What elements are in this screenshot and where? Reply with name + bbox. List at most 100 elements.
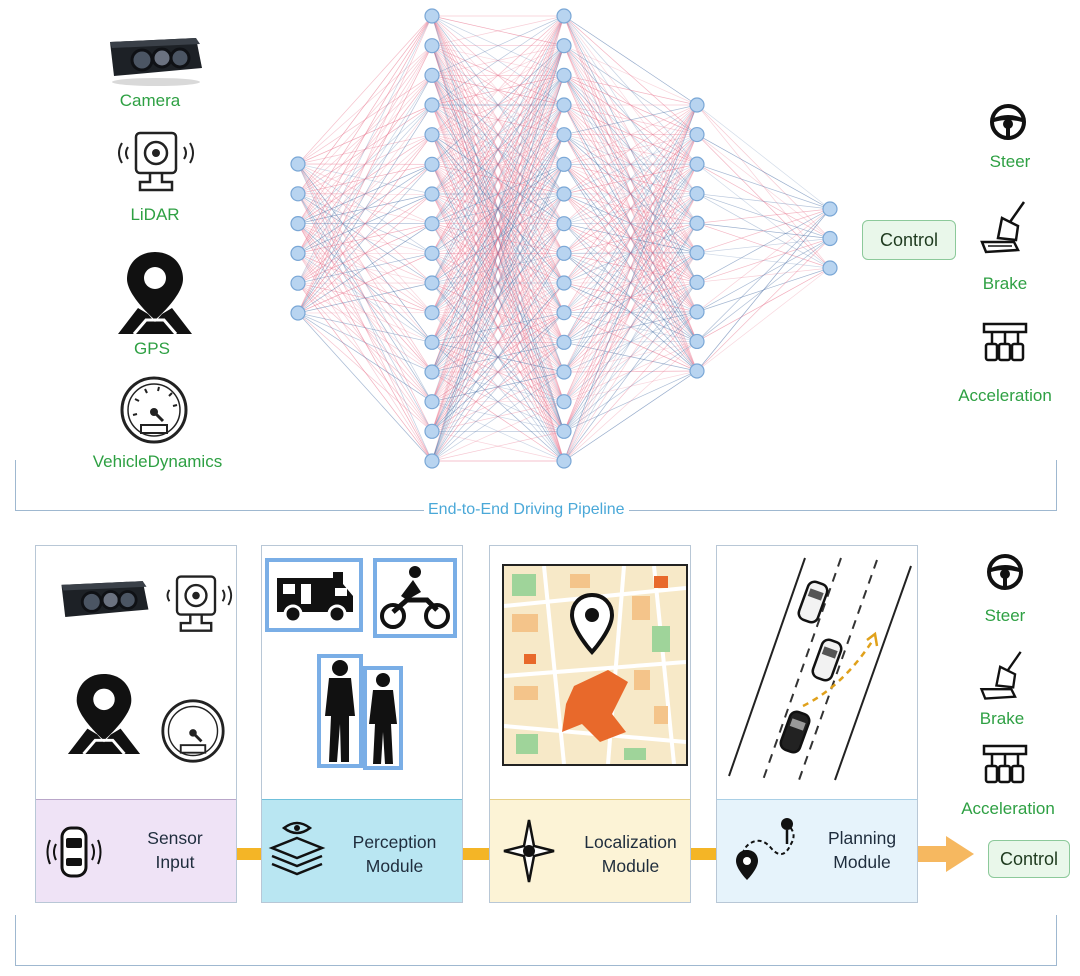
network-edge	[431, 15, 565, 343]
network-edge	[563, 74, 698, 106]
network-edge	[563, 282, 698, 432]
network-edge	[431, 15, 565, 135]
connector-2	[463, 848, 489, 860]
network-edge	[297, 75, 433, 314]
network-node-layer-3	[556, 216, 572, 232]
network-edge	[297, 15, 433, 224]
network-edge	[297, 15, 433, 195]
network-edge	[696, 208, 831, 254]
network-edge	[431, 15, 565, 313]
network-node-layer-5	[822, 201, 838, 217]
sensor-input-label-2: Input	[155, 852, 195, 872]
network-edge	[431, 15, 565, 284]
network-edge	[297, 134, 433, 284]
network-edge	[563, 104, 698, 254]
network-edge	[297, 223, 433, 314]
network-node-layer-1	[290, 275, 306, 291]
rv-detection-box	[265, 558, 363, 632]
network-edge	[563, 75, 698, 165]
network-node-layer-3	[556, 156, 572, 172]
pedestrian-child-icon	[369, 673, 397, 764]
network-edge	[563, 163, 698, 284]
network-edge	[431, 45, 565, 462]
top-steer-label: Steer	[989, 152, 1031, 171]
network-edge	[297, 193, 433, 314]
top-acceleration-label: Acceleration	[958, 386, 1052, 405]
pipeline-title: End-to-End Driving Pipeline	[424, 501, 629, 519]
network-node-layer-3	[556, 334, 572, 350]
localization-panel: Localization Module	[489, 545, 691, 903]
network-node-layer-2	[424, 186, 440, 202]
perception-label-2: Module	[365, 856, 424, 876]
localization-footer: Localization Module	[490, 799, 690, 902]
top-brake-label: Brake	[982, 274, 1028, 293]
network-node-layer-4	[689, 126, 705, 143]
bottom-control-box: Control	[988, 840, 1070, 878]
network-edge	[431, 75, 565, 402]
perception-panel: Perception Module	[261, 545, 463, 903]
network-edge	[696, 104, 831, 210]
pedestrian-icon	[325, 660, 355, 762]
network-node-layer-2	[424, 245, 440, 261]
network-edge	[696, 267, 831, 342]
layers-eye-icon	[268, 820, 326, 882]
network-edge	[297, 15, 433, 284]
network-edge	[696, 208, 831, 313]
network-edge	[696, 163, 831, 239]
network-edge	[297, 312, 433, 373]
steering-wheel-icon	[985, 552, 1025, 592]
network-edge	[431, 45, 565, 254]
network-edge	[563, 104, 698, 462]
network-edge	[297, 193, 433, 462]
speedometer-icon	[160, 698, 226, 764]
network-edge	[431, 15, 565, 76]
network-edge	[563, 104, 698, 224]
network-edge	[431, 371, 565, 432]
network-edge	[431, 15, 565, 373]
bottom-bracket	[15, 915, 1057, 966]
network-node-layer-3	[556, 423, 572, 439]
network-edge	[563, 104, 698, 284]
network-edge	[563, 311, 698, 462]
network-node-layer-2	[424, 8, 440, 24]
pedestrian-detection-box-2	[363, 666, 403, 770]
pedestrian-detection-box-1	[317, 654, 363, 768]
network-edge	[563, 311, 698, 373]
network-edge	[563, 163, 698, 254]
network-edge	[696, 252, 831, 269]
car-top-view	[797, 580, 829, 624]
network-node-layer-2	[424, 216, 440, 232]
network-node-layer-2	[424, 38, 440, 54]
network-edges	[297, 15, 831, 462]
network-edge	[297, 45, 433, 284]
network-edge	[696, 208, 831, 283]
network-node-layer-3	[556, 38, 572, 54]
network-node-layer-2	[424, 67, 440, 83]
network-edge	[431, 104, 565, 373]
network-edge	[563, 104, 698, 432]
brake-pedal-icon	[978, 200, 1030, 260]
network-edge	[563, 134, 698, 224]
network-edge	[431, 342, 565, 462]
network-node-layer-2	[424, 156, 440, 172]
network-edge	[563, 193, 698, 254]
network-edge	[563, 341, 698, 432]
network-edge	[696, 193, 831, 210]
network-edge	[297, 75, 433, 254]
localization-label-2: Module	[601, 856, 660, 876]
network-edge	[431, 75, 565, 373]
city-map	[502, 564, 688, 766]
network-node-layer-5	[822, 230, 838, 247]
network-edge	[431, 45, 565, 76]
planning-label-2: Module	[833, 852, 891, 872]
network-edge	[297, 15, 433, 314]
network-edge	[297, 223, 433, 432]
network-edge	[431, 104, 565, 343]
network-edge	[563, 370, 698, 462]
network-edge	[297, 312, 433, 462]
bottom-acceleration-label: Acceleration	[961, 799, 1055, 818]
perception-footer: Perception Module	[262, 799, 462, 902]
network-node-layer-2	[424, 334, 440, 350]
network-edge	[297, 15, 433, 254]
network-node-layer-4	[689, 215, 705, 231]
